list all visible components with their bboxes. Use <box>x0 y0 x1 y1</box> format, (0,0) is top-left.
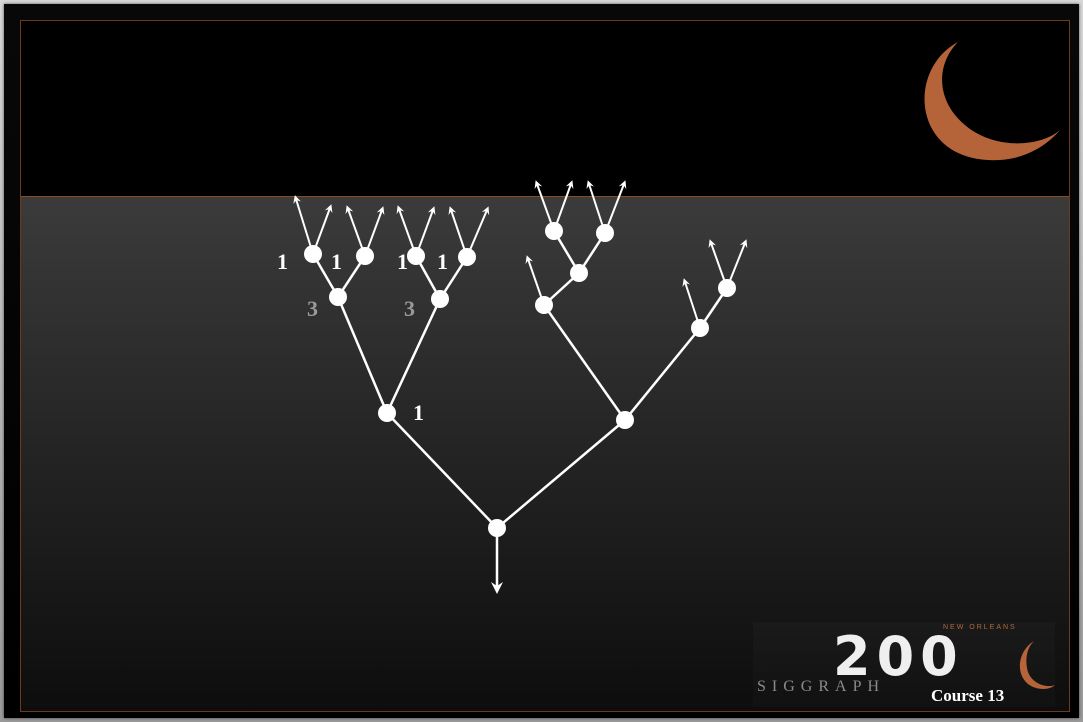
leaf-node <box>458 248 476 266</box>
node-label: 1 <box>397 249 408 274</box>
tree-node <box>570 264 588 282</box>
course-label: Course 13 <box>931 686 1004 706</box>
tree-node <box>535 296 553 314</box>
tree-node <box>691 319 709 337</box>
node-label: 3 <box>404 296 415 321</box>
root-node <box>488 519 506 537</box>
node-label: 1 <box>277 249 288 274</box>
tree-node <box>431 290 449 308</box>
tree-nodes <box>304 222 736 537</box>
subtree-node-left <box>378 404 396 422</box>
moon-crescent-icon <box>925 42 1060 160</box>
leaf-node <box>304 245 322 263</box>
leaf-node <box>596 224 614 242</box>
tree-edges <box>313 231 727 528</box>
leaf-arrows <box>296 184 745 588</box>
leaf-node <box>545 222 563 240</box>
node-label: 1 <box>437 249 448 274</box>
leaf-node <box>356 247 374 265</box>
subtree-node-right <box>616 411 634 429</box>
node-label: 3 <box>307 296 318 321</box>
siggraph-logo: NEW ORLEANS 200 SIGGRAPH <box>753 622 1055 707</box>
leaf-node <box>407 247 425 265</box>
tree-node <box>329 288 347 306</box>
node-label: 1 <box>331 249 342 274</box>
leaf-node <box>718 279 736 297</box>
logo-wordmark: SIGGRAPH <box>757 678 885 696</box>
node-label: 1 <box>413 400 424 425</box>
